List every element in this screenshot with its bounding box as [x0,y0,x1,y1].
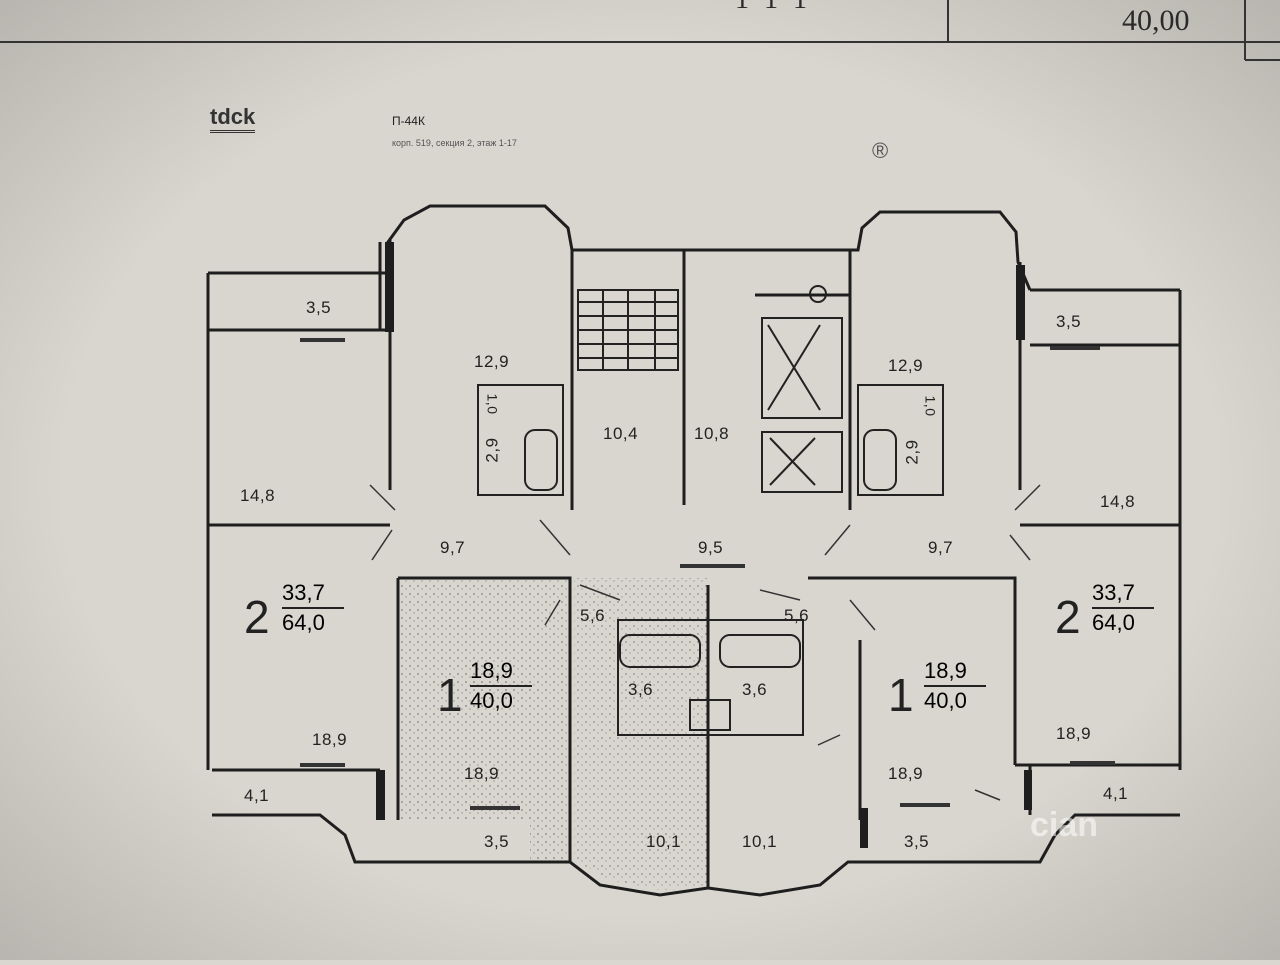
apartment-total-center-right: 40,0 [924,688,967,713]
apartment-rooms-center-right: 1 [888,669,914,721]
header-table [0,0,1280,61]
apartment-living-center-left: 18,9 [470,658,513,683]
walls [206,204,1182,897]
apartment-rooms-right: 2 [1055,591,1081,643]
apartment-area-right: 33,7 64,0 [1092,580,1154,636]
apartment-living-right: 33,7 [1092,580,1135,605]
watermark: cian [1030,806,1099,844]
area-balcony-top-right: 3,5 [1056,312,1082,331]
area-loggia-right: 4,1 [1103,784,1129,803]
apartment-total-right: 64,0 [1092,610,1135,635]
area-lift-hall: 10,8 [694,424,730,443]
area-kitchen-center-right: 10,1 [742,832,778,851]
apartment-area-center-left: 18,9 40,0 [470,658,532,714]
apartment-rooms-left: 2 [244,591,270,643]
door-swings [369,484,1041,801]
apartment-area-left: 33,7 64,0 [282,580,344,636]
series-subtitle: корп. 519, секция 2, этаж 1-17 [392,138,517,148]
apartment-rooms-center-left: 1 [437,669,463,721]
area-bath-left-b: 2,9 [482,437,502,463]
area-bath-right-b: 2,9 [902,439,922,465]
apartment-area-center-right: 18,9 40,0 [924,658,986,714]
area-hall-left: 9,7 [440,538,466,557]
area-balcony-bottom-left: 3,5 [484,832,510,851]
area-corridor: 9,5 [698,538,724,557]
wall-accents [376,242,1032,848]
area-balcony-bottom-right: 3,5 [904,832,930,851]
area-bath-right-a: 1,0 [922,395,939,417]
area-kitchen-right: 12,9 [888,356,924,375]
series-label: П-44К [392,114,425,128]
apartment-living-center-right: 18,9 [924,658,967,683]
header-left-fragment: 1 1 1 [735,0,811,16]
area-bath-left-a: 1,0 [484,393,501,415]
area-stair: 10,4 [603,424,639,443]
area-hall-center-right: 5,6 [784,606,810,625]
header-area-value: 40,00 [1122,4,1190,37]
stamp-seal-icon: ® [872,138,889,163]
area-room-left-top: 14,8 [240,486,276,505]
area-hall-right: 9,7 [928,538,954,557]
area-balcony-top-left: 3,5 [306,298,332,317]
apartment-total-center-left: 40,0 [470,688,513,713]
area-hall-center-left: 5,6 [580,606,606,625]
area-bath-center-left: 3,6 [628,680,654,699]
area-kitchen-left: 12,9 [474,352,510,371]
apartment-total-left: 64,0 [282,610,325,635]
area-bath-center-right: 3,6 [742,680,768,699]
area-loggia-left: 4,1 [244,786,270,805]
developer-logo: tdck [210,104,256,133]
window-marks [300,338,1115,810]
area-kitchen-center-left: 10,1 [646,832,682,851]
shaded-apartment [398,578,570,862]
area-room-right-bottom: 18,9 [1056,724,1092,743]
lift-shafts [761,285,843,493]
area-room-left-bottom: 18,9 [312,730,348,749]
apartment-living-left: 33,7 [282,580,325,605]
area-room-right-top: 14,8 [1100,492,1136,511]
area-room-center-right: 18,9 [888,764,924,783]
area-room-center-left: 18,9 [464,764,500,783]
staircase [577,289,679,371]
bath-fixtures [477,384,944,736]
